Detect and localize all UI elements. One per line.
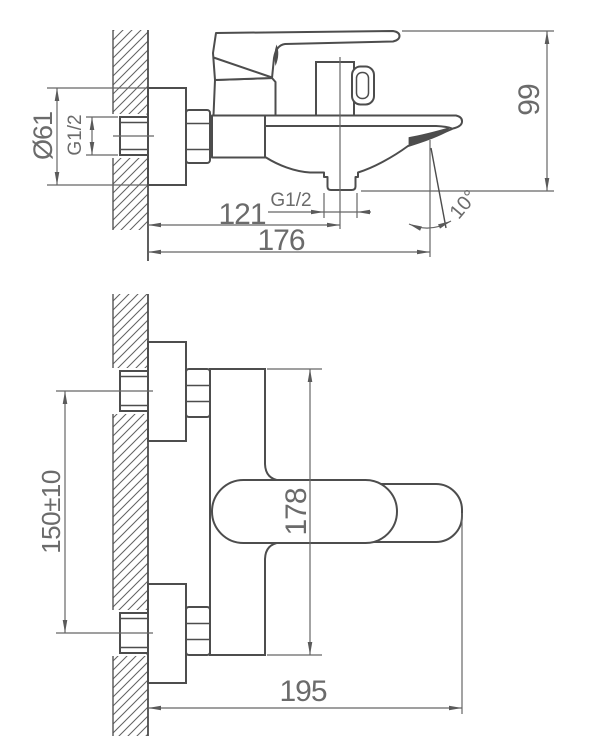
dim-wall-to-outlet: 121 bbox=[148, 57, 341, 231]
front-wall bbox=[106, 294, 149, 736]
lever-handle-front bbox=[211, 479, 398, 544]
diverter-knob bbox=[315, 61, 355, 117]
dim-outlet-thread: G1/2 bbox=[268, 190, 371, 218]
front-view: 150±10 178 195 bbox=[36, 294, 463, 736]
mounting-nut-side bbox=[185, 109, 211, 164]
dim-wall-to-spout-tip: 176 bbox=[148, 140, 431, 257]
spout-outlet-lip bbox=[408, 127, 451, 145]
dim-height: 99 bbox=[361, 30, 554, 192]
dim-inlet-thread: G1/2 bbox=[65, 114, 118, 156]
escutcheon-bottom bbox=[147, 583, 187, 684]
front-wall-hatch bbox=[113, 294, 148, 736]
spout-top-edge bbox=[265, 125, 453, 130]
lever-notch-shade bbox=[274, 44, 279, 66]
dim-escutcheon-diameter: Ø61 bbox=[28, 87, 147, 186]
label-wall-to-outlet: 121 bbox=[218, 198, 265, 231]
lever-facet-line bbox=[213, 56, 273, 79]
label-overall-width: 195 bbox=[279, 675, 326, 708]
side-faucet bbox=[119, 30, 464, 191]
faucet-body-spout bbox=[211, 114, 464, 191]
cartridge-housing bbox=[212, 77, 277, 117]
front-dimensions: 150±10 178 195 bbox=[36, 368, 463, 714]
label-body-height: 178 bbox=[280, 488, 313, 535]
diverter-ring-inner bbox=[355, 71, 370, 100]
label-outlet-thread: G1/2 bbox=[270, 190, 311, 211]
mounting-nut-top bbox=[185, 368, 211, 418]
escutcheon-top bbox=[147, 341, 187, 442]
dim-overall-width: 195 bbox=[148, 513, 463, 714]
dim-inlet-spacing: 150±10 bbox=[36, 390, 153, 634]
label-height: 99 bbox=[513, 84, 546, 116]
dim-spout-angle: 10° bbox=[408, 147, 482, 231]
label-inlet-spacing: 150±10 bbox=[36, 470, 66, 554]
lever-handle-side bbox=[212, 30, 401, 81]
dim-body-height: 178 bbox=[267, 368, 322, 656]
mounting-nut-bottom bbox=[185, 606, 211, 656]
side-view: Ø61 G1/2 99 bbox=[28, 30, 554, 261]
label-escutcheon-diameter: Ø61 bbox=[28, 112, 58, 160]
label-wall-to-spout-tip: 176 bbox=[257, 224, 304, 257]
label-inlet-thread: G1/2 bbox=[65, 114, 86, 155]
